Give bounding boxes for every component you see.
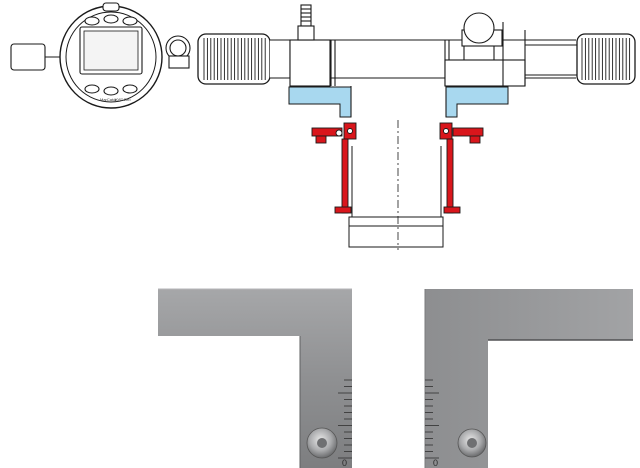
dial-button[interactable] — [103, 14, 119, 24]
fixture-schematic: MarCator 1087 BRi — [10, 2, 636, 250]
scale-zero-label: 0 — [342, 458, 347, 468]
valve-fitting — [297, 4, 315, 41]
screw-icon[interactable] — [443, 128, 449, 134]
ruler-scale — [425, 379, 439, 459]
dial-button[interactable] — [84, 84, 100, 94]
gauge-brand: MarCator — [100, 97, 117, 102]
blue-support-block — [288, 86, 509, 118]
dial-button[interactable] — [103, 86, 119, 96]
knurled-grip-icon — [197, 33, 271, 85]
adjust-knob-icon[interactable] — [461, 12, 503, 60]
workpiece-tube — [348, 120, 444, 250]
dial-button[interactable] — [122, 84, 138, 94]
clamp-ring — [165, 35, 191, 69]
screw-icon[interactable] — [347, 128, 353, 134]
jaw-left-photo: 0 — [158, 288, 352, 468]
screw-icon — [457, 428, 487, 458]
gauge-stem — [10, 43, 68, 71]
dial-button[interactable] — [122, 16, 138, 26]
gauge-model: 1087 BRi — [114, 97, 131, 102]
red-clamp — [311, 122, 484, 214]
main-body — [270, 22, 578, 96]
screw-icon[interactable] — [335, 129, 343, 137]
jaw-right-photo: 0 — [424, 289, 633, 468]
dial-gauge-icon: MarCator 1087 BRi — [59, 2, 163, 109]
screw-icon — [306, 427, 338, 459]
knurled-grip-icon — [576, 33, 636, 85]
scale-zero-label: 0 — [433, 458, 438, 468]
ruler-scale — [338, 379, 352, 459]
dial-button[interactable] — [84, 16, 100, 26]
